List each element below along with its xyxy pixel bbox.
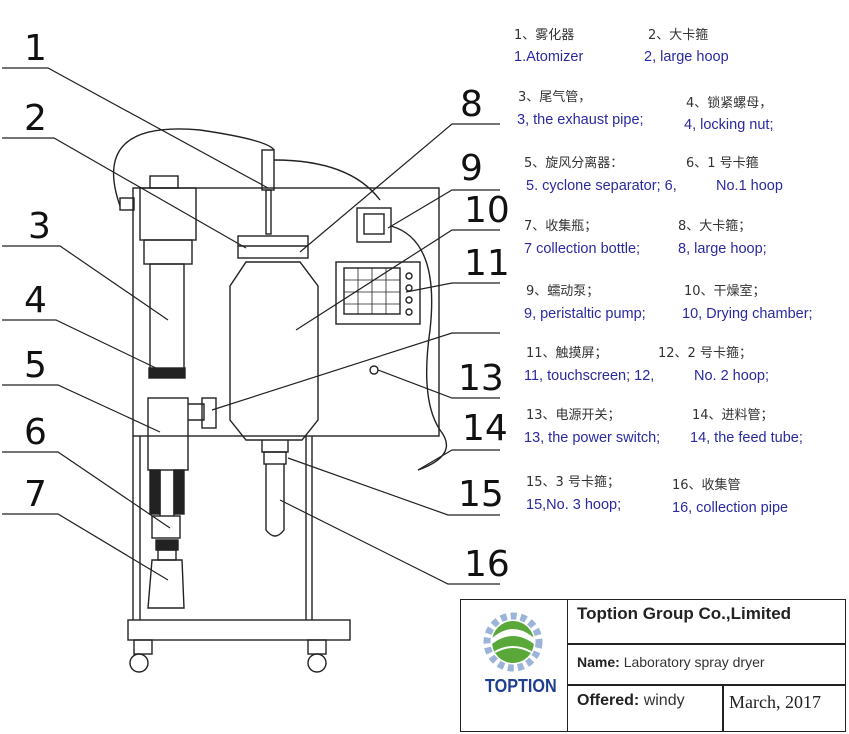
- callout-14: 14: [462, 408, 508, 449]
- callout-6: 6: [24, 412, 47, 453]
- company-name: Toption Group Co.,Limited: [577, 604, 792, 623]
- legend-en-1: 1.Atomizer: [514, 49, 584, 65]
- legend-en-5: 5. cyclone separator; 6,: [526, 178, 677, 194]
- legend-en-7: 7 collection bottle;: [524, 241, 641, 257]
- legend-zh-2: 2、大卡箍: [648, 28, 709, 43]
- legend-en-11: 11, touchscreen; 12,: [524, 368, 655, 384]
- legend-zh-1: 1、雾化器: [514, 28, 575, 43]
- legend-en-13: 13, the power switch;: [524, 430, 661, 446]
- callout-7: 7: [24, 474, 47, 515]
- callout-15: 15: [458, 474, 504, 515]
- legend-en-10: 10, Drying chamber;: [682, 306, 813, 322]
- legend-zh-15: 15、3 号卡箍；: [526, 475, 620, 490]
- legend-zh-10: 10、干燥室；: [684, 284, 766, 299]
- product-name-row: Name: Laboratory spray dryer: [577, 654, 765, 670]
- callout-10: 10: [464, 190, 510, 231]
- offered-row: Offered: windy: [577, 692, 685, 710]
- callout-8: 8: [460, 84, 483, 125]
- offered-value: windy: [643, 692, 685, 709]
- company-logo: TOPTION: [461, 600, 568, 731]
- legend-zh-14: 14、进料管；: [692, 408, 774, 423]
- legend-en-9: 9, peristaltic pump;: [524, 306, 646, 322]
- legend-en-3: 3, the exhaust pipe;: [517, 112, 644, 128]
- callout-5: 5: [24, 345, 47, 386]
- legend-zh-13: 13、电源开关；: [526, 408, 621, 423]
- name-label: Name:: [577, 654, 620, 670]
- legend-en-15: 15,No. 3 hoop;: [526, 497, 622, 513]
- callout-13: 13: [458, 358, 504, 399]
- legend-zh-11: 11、触摸屏；: [526, 346, 608, 361]
- legend-en-6: No.1 hoop: [716, 178, 783, 194]
- legend-zh-4: 4、锁紧螺母，: [686, 96, 773, 111]
- name-value: Laboratory spray dryer: [623, 654, 765, 670]
- cabinet-frame: [132, 187, 440, 437]
- callout-3: 3: [28, 206, 51, 247]
- logo-text: TOPTION: [485, 676, 557, 696]
- legend-zh-9: 9、蠕动泵；: [526, 284, 600, 299]
- callout-16: 16: [464, 544, 510, 585]
- legend-en-8: 8, large hoop;: [678, 241, 767, 257]
- title-block: TOPTION Toption Group Co.,Limited Name: …: [460, 599, 846, 732]
- callout-4: 4: [24, 280, 47, 321]
- legend-zh-7: 7、收集瓶；: [524, 219, 598, 234]
- legend-zh-5: 5、旋风分离器：: [524, 156, 624, 171]
- callout-9: 9: [460, 148, 483, 189]
- legend-en-16: 16, collection pipe: [672, 500, 789, 516]
- legend-zh-3: 3、尾气管，: [518, 90, 592, 105]
- legend-zh-12: 12、2 号卡箍；: [658, 346, 752, 361]
- date-value: March, 2017: [729, 692, 821, 712]
- gear-globe-icon: [483, 612, 543, 672]
- legend-zh-8: 8、大卡箍；: [678, 219, 752, 234]
- legend-en-14: 14, the feed tube;: [690, 430, 803, 446]
- callout-1: 1: [24, 28, 47, 69]
- legend-zh-6: 6、1 号卡箍: [686, 156, 759, 171]
- legend-en-4: 4, locking nut;: [684, 117, 774, 133]
- callout-2: 2: [24, 98, 47, 139]
- callout-11: 11: [464, 243, 510, 284]
- offered-label: Offered:: [577, 692, 640, 709]
- legend-zh-16: 16、收集管: [672, 478, 741, 493]
- legend-en-12: No. 2 hoop;: [694, 368, 769, 384]
- legend-en-2: 2, large hoop: [644, 49, 729, 65]
